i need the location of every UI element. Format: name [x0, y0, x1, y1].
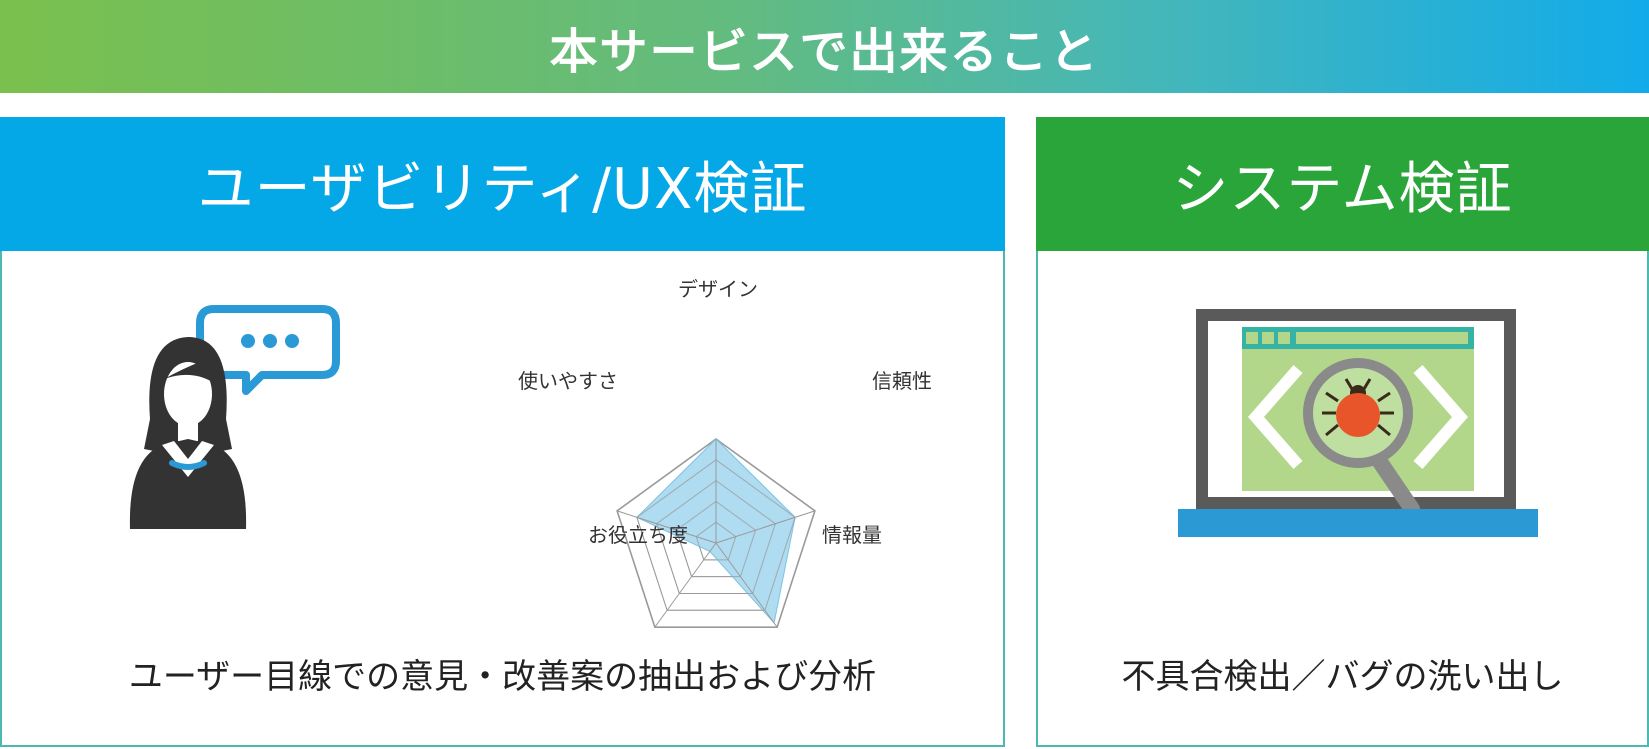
system-panel: システム検証 不具合検出／バグの — [1036, 117, 1649, 747]
radar-label-usefulness: お役立ち度 — [588, 523, 688, 547]
laptop-bug-search-icon — [1178, 309, 1538, 537]
radar-spoke — [715, 542, 778, 628]
radar-spoke — [654, 542, 717, 628]
banner-title: 本サービスで出来ること — [549, 23, 1100, 80]
radar-ring-overlay — [636, 459, 796, 611]
usability-panel-header: ユーザビリティ/UX検証 — [0, 117, 1005, 251]
radar-spoke — [715, 510, 816, 544]
radar-label-design: デザイン — [678, 277, 758, 301]
radar-chart — [616, 438, 816, 628]
radar-label-information: 情報量 — [822, 523, 882, 547]
user-speech-icon — [129, 305, 340, 529]
radar-spoke — [616, 510, 717, 544]
code-bracket-icon — [1248, 365, 1303, 469]
bug-icon — [1322, 378, 1394, 437]
radar-ring-overlay — [675, 500, 757, 578]
radar-label-reliability: 信頼性 — [872, 369, 932, 393]
header-banner: 本サービスで出来ること — [0, 0, 1649, 93]
speech-bubble-icon — [196, 305, 340, 395]
magnifier-icon — [1370, 451, 1420, 517]
system-panel-header: システム検証 — [1036, 117, 1649, 251]
usability-caption: ユーザー目線での意見・改善案の抽出および分析 — [128, 657, 877, 697]
system-caption: 不具合検出／バグの洗い出し — [1121, 657, 1564, 697]
radar-ring — [616, 438, 816, 628]
radar-ring-overlay — [656, 479, 776, 594]
usability-panel: ユーザビリティ/UX検証 デザイン 信頼性 情報量 お役立ち度 使いやすさ ユー… — [0, 117, 1005, 747]
radar-ring-overlay — [695, 521, 737, 561]
radar-label-ease-of-use: 使いやすさ — [518, 369, 618, 393]
